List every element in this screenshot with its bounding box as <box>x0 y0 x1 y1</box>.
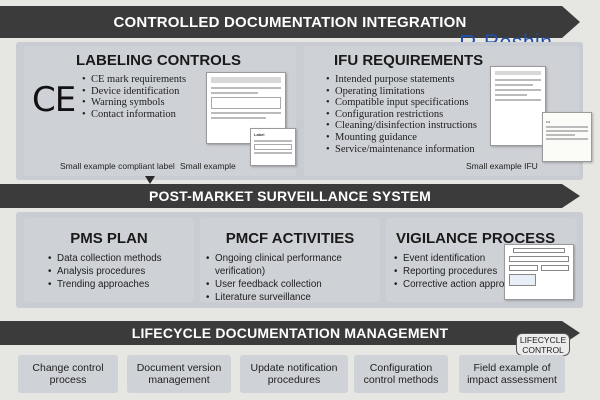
ifu-item: Operating limitations <box>326 86 477 98</box>
ifu-example-document <box>490 66 546 146</box>
pms-plan-panel: PMS PLAN Data collection methods Analysi… <box>24 218 194 302</box>
labeling-item: Contact information <box>82 109 186 121</box>
vigilance-process-title: VIGILANCE PROCESS <box>396 230 556 247</box>
labeling-item: Device identification <box>82 86 186 98</box>
ifu-item: Intended purpose statements <box>326 74 477 86</box>
impact-assessment-box: Field example of impact assessment <box>459 355 565 393</box>
labeling-list: CE mark requirements Device identificati… <box>82 74 186 120</box>
header-title: CONTROLLED DOCUMENTATION INTEGRATION <box>113 13 467 31</box>
ifu-requirements-panel: IFU REQUIREMENTS Intended purpose statem… <box>304 46 592 176</box>
vigilance-item: Event identification <box>394 252 520 265</box>
lifecycle-badge-text: LIFECYCLE CONTROL <box>519 335 567 355</box>
pms-plan-item: Data collection methods <box>48 252 162 265</box>
pmcf-item: User feedback collection <box>206 278 380 291</box>
pms-plan-item: Trending approaches <box>48 278 162 291</box>
labeling-controls-title: LABELING CONTROLS <box>76 52 241 69</box>
update-notification-box: Update notification procedures <box>240 355 348 393</box>
header-banner: CONTROLLED DOCUMENTATION INTEGRATION <box>0 6 580 38</box>
ce-mark-icon: CE <box>32 80 76 120</box>
pms-banner: POST-MARKET SURVEILLANCE SYSTEM <box>0 184 580 208</box>
labeling-item: CE mark requirements <box>82 74 186 86</box>
ifu-item: Configuration restrictions <box>326 109 477 121</box>
small-example-caption: Small example <box>180 161 236 171</box>
pmcf-list: Ongoing clinical performance verificatio… <box>206 252 380 304</box>
lifecycle-banner: LIFECYCLE DOCUMENTATION MANAGEMENT <box>0 321 580 345</box>
ifu-requirements-title: IFU REQUIREMENTS <box>334 52 484 69</box>
configuration-control-box: Configuration control methods <box>354 355 448 393</box>
labeling-item: Warning symbols <box>82 97 186 109</box>
vigilance-process-panel: VIGILANCE PROCESS Event identification R… <box>386 218 577 302</box>
document-version-box: Document version management <box>127 355 231 393</box>
pms-plan-list: Data collection methods Analysis procedu… <box>48 252 162 291</box>
down-arrow-icon <box>145 176 155 184</box>
small-label-document: Label <box>250 128 296 166</box>
ifu-list: Intended purpose statements Operating li… <box>326 74 477 155</box>
ifu-caption: Small example IFU <box>466 161 538 171</box>
lifecycle-control-badge: LIFECYCLE CONTROL <box>516 333 570 356</box>
vigilance-list: Event identification Reporting procedure… <box>394 252 520 291</box>
ifu-item: Cleaning/disinfection instructions <box>326 120 477 132</box>
vigilance-item: Corrective action approach <box>394 278 520 291</box>
ifu-item: Mounting guidance <box>326 132 477 144</box>
label-caption: Small example compliant label <box>60 161 175 171</box>
lifecycle-title: LIFECYCLE DOCUMENTATION MANAGEMENT <box>131 325 449 341</box>
pms-plan-item: Analysis procedures <box>48 265 162 278</box>
ifu-item: Service/maintenance information <box>326 144 477 156</box>
ifu-card-document: ••• <box>542 112 592 162</box>
change-control-box: Change control process <box>18 355 118 393</box>
pms-title: POST-MARKET SURVEILLANCE SYSTEM <box>148 188 432 204</box>
pmcf-item: Literature surveillance <box>206 291 380 304</box>
vigilance-item: Reporting procedures <box>394 265 520 278</box>
labeling-controls-panel: LABELING CONTROLS CE CE mark requirement… <box>24 46 296 176</box>
pmcf-activities-panel: PMCF ACTIVITIES Ongoing clinical perform… <box>200 218 380 304</box>
ifu-item: Compatible input specifications <box>326 97 477 109</box>
pmcf-activities-title: PMCF ACTIVITIES <box>225 230 355 247</box>
vigilance-flowchart-document <box>504 244 574 300</box>
pms-plan-title: PMS PLAN <box>70 230 148 247</box>
pmcf-item: Ongoing clinical performance verificatio… <box>206 252 380 278</box>
